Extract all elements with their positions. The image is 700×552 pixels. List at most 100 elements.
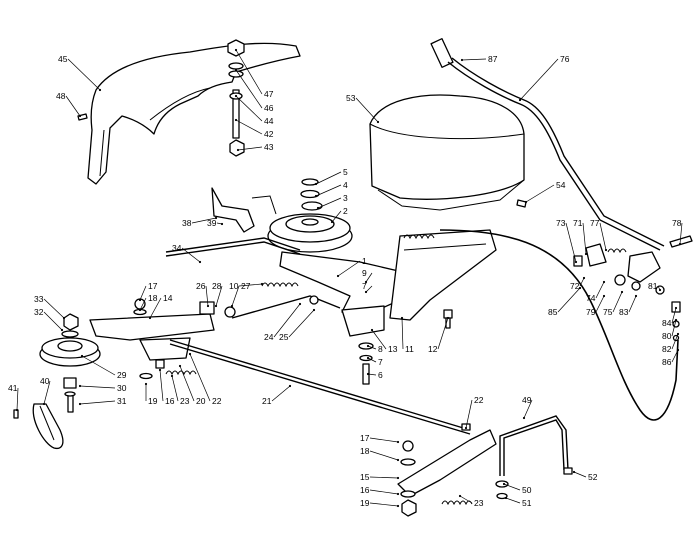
callout-c82: 82: [662, 332, 680, 354]
callout-leader: [16, 387, 19, 411]
callout-c38: 38: [182, 216, 218, 228]
callout-dot: [206, 304, 210, 308]
idler-arm: [279, 229, 497, 337]
callout-leader: [315, 171, 342, 185]
callout-leader: [315, 184, 342, 197]
callout-c72: 72: [570, 276, 586, 291]
callout-c23b: 23: [458, 494, 484, 508]
main-pulley: [267, 213, 353, 253]
callout-label: 8: [378, 344, 383, 354]
lever-assembly: [573, 235, 693, 342]
callout-label: 50: [522, 485, 532, 495]
callout-c51: 51: [504, 496, 532, 508]
callout-leader: [612, 291, 623, 313]
callout-leader: [171, 375, 179, 402]
callout-c23a: 23: [170, 374, 190, 406]
callout-leader: [505, 497, 521, 504]
callout-dot: [158, 368, 162, 372]
callout-label: 76: [560, 54, 570, 64]
callout-label: 3: [343, 193, 348, 203]
callout-label: 46: [264, 103, 274, 113]
callout-label: 25: [279, 332, 289, 342]
callout-leader: [65, 95, 81, 117]
callout-dot: [602, 294, 606, 298]
callout-dot: [78, 114, 82, 118]
callout-c44: 44: [234, 94, 274, 126]
callout-dot: [504, 496, 508, 500]
callout-dot: [518, 98, 522, 102]
lift-lever: [430, 38, 665, 251]
spring-23: [441, 500, 473, 506]
callout-c40: 40: [40, 376, 51, 406]
callout-leader: [369, 450, 399, 461]
callout-leader: [367, 345, 377, 350]
callout-label: 30: [117, 383, 127, 393]
callout-c16a: 16: [158, 368, 175, 406]
callout-dot: [604, 248, 608, 252]
callout-dot: [446, 316, 450, 320]
callout-dot: [230, 304, 234, 308]
callout-c77: 77: [590, 218, 608, 252]
callout-label: 39: [207, 218, 217, 228]
callout-c18a: 18: [138, 293, 158, 312]
left-pulley: [39, 313, 101, 413]
callout-dot: [676, 332, 680, 336]
callout-leader: [367, 373, 377, 376]
callout-leader: [628, 295, 637, 313]
callout-c46: 46: [234, 68, 274, 113]
callout-leader: [367, 357, 377, 363]
callout-c52: 52: [572, 470, 598, 482]
callout-label: 11: [405, 344, 414, 354]
callout-dot: [574, 260, 578, 264]
callout-leader: [139, 285, 147, 301]
callout-label: 33: [34, 294, 44, 304]
callout-leader: [337, 260, 361, 277]
callout-label: 13: [388, 344, 398, 354]
callout-c20: 20: [178, 364, 206, 406]
callout-leader: [459, 495, 473, 504]
callout-leader: [503, 483, 521, 491]
callout-label: 72: [570, 281, 580, 291]
callout-dot: [584, 252, 588, 256]
callout-c49: 49: [522, 395, 533, 420]
callout-leader: [238, 283, 263, 287]
callout-c7a: 7: [362, 281, 373, 294]
callout-c1: 1: [336, 256, 367, 278]
callout-dot: [634, 294, 638, 298]
callout-dot: [15, 408, 19, 412]
callout-leader: [235, 69, 263, 109]
spring-20: [165, 370, 197, 376]
callout-dot: [676, 348, 680, 352]
callout-label: 84: [662, 318, 672, 328]
callout-c30: 30: [78, 383, 127, 393]
callout-c78: 78: [672, 218, 683, 246]
callout-leader: [205, 285, 209, 307]
callout-leader: [671, 319, 677, 337]
callout-label: 51: [522, 498, 532, 508]
callout-label: 27: [241, 281, 251, 291]
callout-c6: 6: [366, 370, 383, 380]
callout-label: 45: [58, 54, 68, 64]
callout-leader: [369, 502, 399, 507]
callout-leader: [273, 303, 301, 338]
callout-label: 21: [262, 396, 272, 406]
callout-c73: 73: [556, 218, 578, 264]
callout-c80: 80: [662, 318, 678, 341]
callout-label: 5: [343, 167, 348, 177]
callout-label: 10: [229, 281, 239, 291]
callout-c79: 79: [586, 294, 606, 317]
callout-leader: [671, 333, 679, 350]
callout-dot: [366, 372, 370, 376]
callout-c26: 26: [196, 281, 210, 308]
callout-label: 86: [662, 357, 672, 367]
callout-label: 77: [590, 218, 600, 228]
callout-c74: 74: [586, 280, 606, 303]
callout-label: 85: [548, 307, 558, 317]
callout-label: 78: [672, 218, 682, 228]
callout-dot: [674, 318, 678, 322]
callout-c22a: 22: [188, 352, 222, 406]
callout-leader: [237, 146, 263, 151]
callout-c71: 71: [573, 218, 588, 256]
callout-dot: [234, 48, 238, 52]
callout-c75: 75: [603, 290, 624, 317]
